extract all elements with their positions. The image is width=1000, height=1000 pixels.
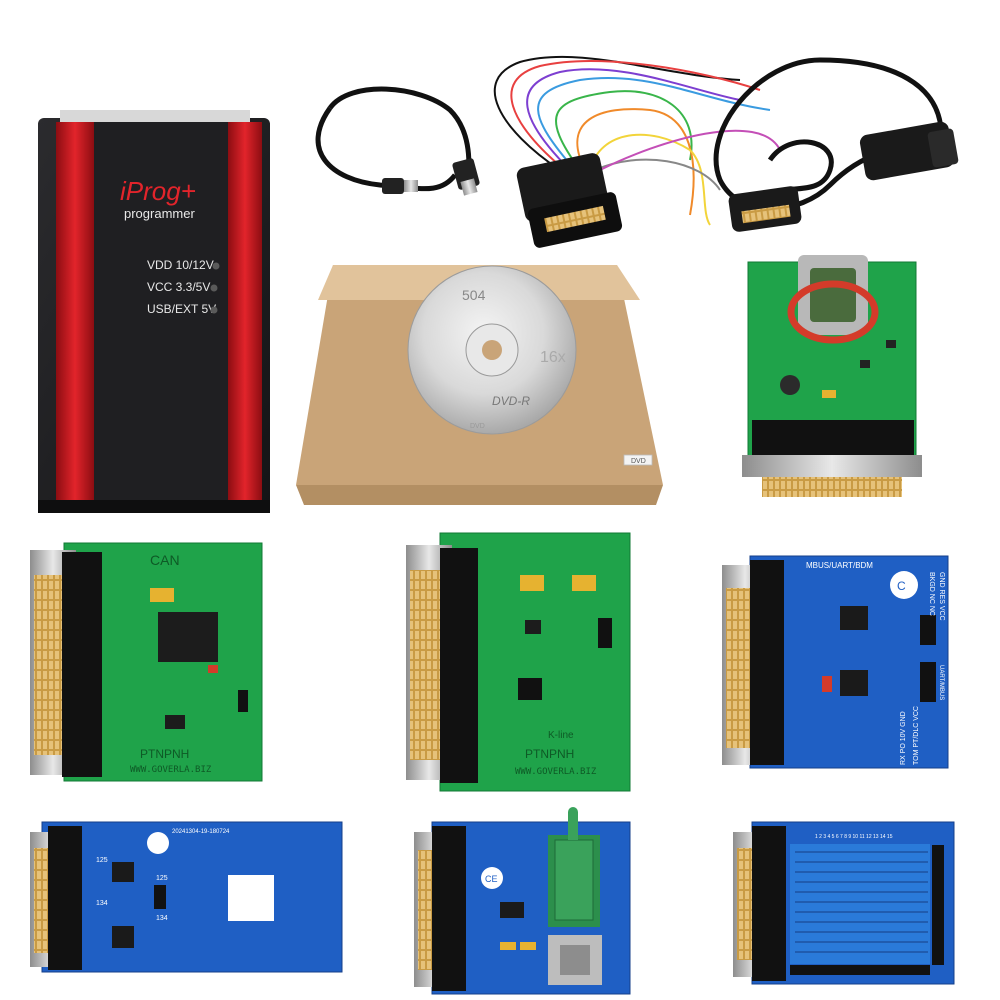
- box-sticker: DVD: [631, 458, 646, 465]
- mbus-pins-top: GND RES VCC: [938, 572, 945, 621]
- ce-mark-icon: [890, 571, 918, 599]
- mbus-bottom1: RX PO 10V GND: [900, 711, 907, 765]
- can-url: WWW.GOVERLA.BIZ: [130, 765, 212, 775]
- obd-cable: [713, 57, 959, 232]
- mbus-pins-mid: BKGD NC NC: [928, 572, 935, 616]
- ce-mark-left-icon: [147, 832, 169, 854]
- cd-label-small: DVD: [470, 423, 485, 430]
- led-label-vcc: VCC 3.3/5V: [147, 280, 210, 294]
- mbus-bottom2: TOM PT/DLC VCC: [913, 706, 920, 765]
- ce-mark-mid-icon: [481, 867, 503, 889]
- cd-label-top: 504: [462, 287, 486, 303]
- programmer-subtitle: programmer: [124, 206, 195, 221]
- iprog-programmer: iProg+ programmer VDD 10/12V VCC 3.3/5V …: [38, 110, 270, 513]
- mbus-title: MBUS/UART/BDM: [806, 561, 873, 570]
- blue-left-code: 20241304-19-180724: [172, 829, 230, 835]
- led-label-vdd: VDD 10/12V: [147, 258, 214, 272]
- db25-connector-harness: [516, 153, 623, 248]
- blue-left-134a: 134: [96, 900, 108, 907]
- zif-socket-adapter: CE: [414, 807, 631, 995]
- kline-adapter: K-line PTNPNH WWW.GOVERLA.BIZ: [406, 532, 631, 792]
- cd-label-mid: 16x: [540, 349, 566, 366]
- can-maker: PTNPNH: [140, 747, 189, 761]
- blue-antenna-adapter: 20241304-19-180724 125 125 134 134: [30, 821, 343, 973]
- kline-url: WWW.GOVERLA.BIZ: [515, 767, 597, 777]
- kline-title: K-line: [548, 730, 574, 741]
- led-usb-icon: [210, 306, 218, 314]
- led-vcc-icon: [210, 284, 218, 292]
- can-title: CAN: [150, 552, 180, 568]
- breakout-pins: 1 2 3 4 5 6 7 8 9 10 11 12 13 14 15: [815, 834, 893, 840]
- led-label-usb: USB/EXT 5V: [147, 302, 216, 316]
- programmer-brand: iProg+: [120, 176, 196, 206]
- led-vdd-icon: [212, 262, 220, 270]
- ce-mark-text: C: [897, 579, 906, 593]
- zif-mark: CE: [485, 874, 498, 884]
- software-cd: 504 16x DVD-R DVD: [407, 265, 577, 435]
- blue-left-125b: 125: [156, 875, 168, 882]
- can-adapter: CAN PTNPNH WWW.GOVERLA.BIZ: [30, 542, 263, 782]
- blue-left-125a: 125: [96, 857, 108, 864]
- key-antenna-adapter: [742, 255, 922, 497]
- usb-cable: [315, 86, 480, 196]
- breakout-adapter: 1 2 3 4 5 6 7 8 9 10 11 12 13 14 15: [733, 821, 955, 985]
- db25-wire-harness: [493, 55, 781, 226]
- kline-maker: PTNPNH: [525, 747, 574, 761]
- blue-left-134b: 134: [156, 915, 168, 922]
- mbus-uart-bdm-adapter: C MBUS/UART/BDM GND RES VCC BKGD NC NC U…: [722, 555, 949, 769]
- cd-label-dvd: DVD-R: [492, 394, 530, 408]
- mbus-side: UART/MBUS: [938, 665, 944, 700]
